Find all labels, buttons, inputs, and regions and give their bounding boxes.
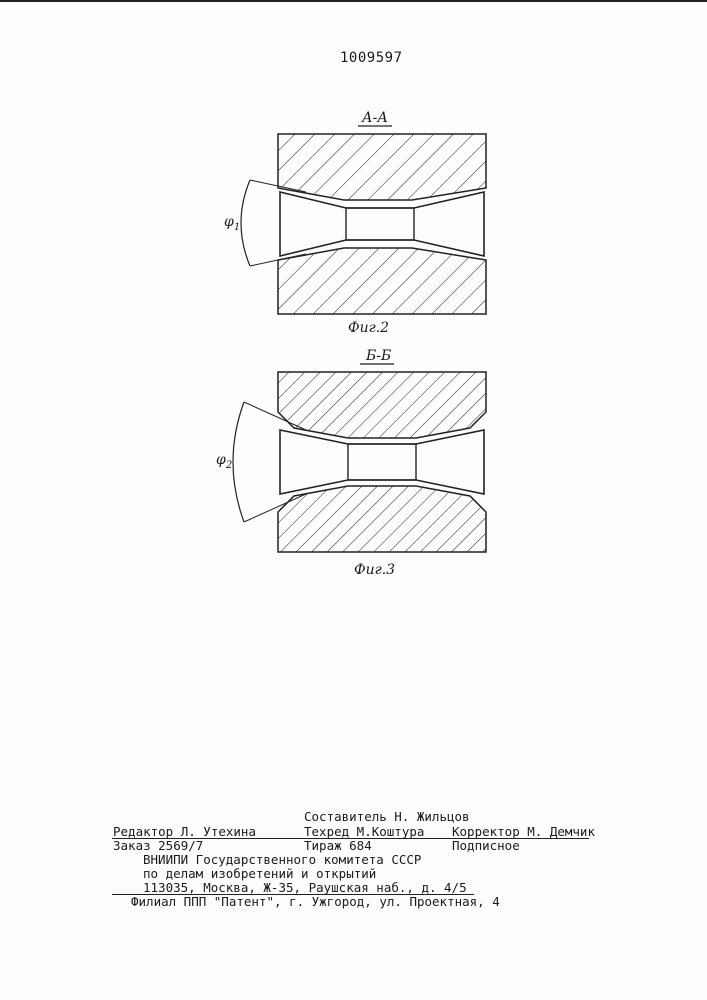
section-label-a: А-А — [361, 110, 388, 126]
workpiece-profile — [280, 192, 484, 256]
angle-arc-phi2 — [233, 402, 244, 522]
colophon-address: 113035, Москва, Ж-35, Раушская наб., д. … — [143, 881, 467, 895]
colophon-circulation: Тираж 684 — [304, 839, 372, 853]
section-label-b: Б-Б — [365, 348, 391, 364]
figure-2-caption: Фиг.2 — [348, 320, 389, 336]
upper-die-block — [278, 134, 486, 200]
colophon-order: Заказ 2569/7 — [113, 839, 203, 853]
workpiece-profile — [280, 430, 484, 494]
colophon-subscription: Подписное — [452, 839, 520, 853]
figure-3-caption: Фиг.3 — [354, 562, 395, 578]
colophon-branch: Филиал ППП "Патент", г. Ужгород, ул. Про… — [131, 895, 500, 909]
lower-die-block — [278, 486, 486, 552]
colophon-institute: ВНИИПИ Государственного комитета СССР — [143, 853, 421, 867]
angle-arc-phi1 — [241, 180, 250, 266]
figure-2-drawing: А-А φ1 Фиг.2 — [210, 100, 500, 336]
lower-die-block — [278, 248, 486, 314]
colophon-editor: Редактор Л. Утехина — [113, 825, 256, 839]
colophon-committee: по делам изобретений и открытий — [143, 867, 376, 881]
top-border-line — [0, 0, 707, 2]
colophon-techred: Техред М.Коштура — [304, 825, 424, 839]
angle-label-phi1: φ1 — [224, 214, 240, 233]
patent-number: 1009597 — [340, 50, 403, 66]
angle-label-phi2: φ2 — [216, 452, 232, 471]
colophon-compiler: Составитель Н. Жильцов — [304, 810, 470, 824]
colophon-corrector: Корректор М. Демчик — [452, 825, 595, 839]
figure-3-drawing: Б-Б φ2 Фиг.3 — [210, 342, 500, 582]
upper-die-block — [278, 372, 486, 438]
